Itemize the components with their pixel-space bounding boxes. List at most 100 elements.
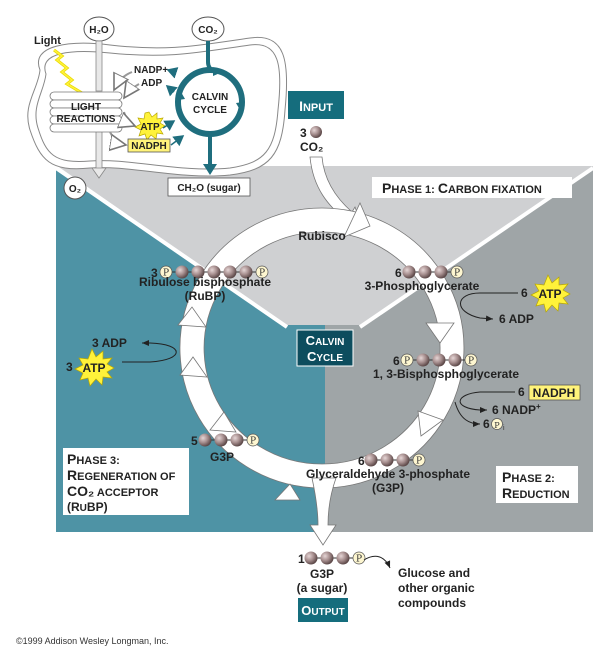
ring-arrowhead xyxy=(425,322,455,344)
ring-arrowheads xyxy=(177,202,455,501)
carbon-bead xyxy=(304,551,318,565)
carbon-bead xyxy=(320,551,334,565)
p2-pi-count: 6 xyxy=(483,417,490,431)
products-line1: Glucose and xyxy=(398,566,470,580)
carbon-bead xyxy=(207,265,221,279)
nadph-box xyxy=(528,384,581,401)
out-note: (a sugar) xyxy=(297,581,348,595)
nadph-label: NADPH xyxy=(131,141,167,152)
phase2-nadph: 6 NADPH 6 NADP+ 6 P i xyxy=(454,384,581,432)
carbon-bead xyxy=(418,265,432,279)
carbon-bead xyxy=(448,353,462,367)
chloroplast-overview: Light H₂O O₂ LIGHT REACTIONS NADP+ ADP xyxy=(27,16,288,200)
carbon-bead xyxy=(416,353,430,367)
p3-atp-arrow xyxy=(122,340,177,363)
light-reactions-label: LIGHT xyxy=(71,102,101,113)
mini-ring-arrowhead xyxy=(213,68,220,76)
phase2-label-line2: REDUCTION xyxy=(502,485,570,501)
calvin-cycle-ring xyxy=(177,202,465,546)
nadp-return-arrow xyxy=(113,71,133,90)
atp-label: ATP xyxy=(140,122,160,133)
ring-arrowhead xyxy=(209,411,237,433)
o2-bubble xyxy=(63,176,87,200)
pga-count: 6 xyxy=(395,266,402,280)
rubp-name: Ribulose bisphosphate xyxy=(139,275,271,289)
phosphate-icon xyxy=(491,418,503,430)
carbon-bead xyxy=(336,551,350,565)
h2o-label: H₂O xyxy=(89,25,109,36)
phosphate-symbol: P xyxy=(454,269,460,279)
o2-label: O₂ xyxy=(69,184,81,195)
phase2-label-box: PHASE 2: REDUCTION xyxy=(496,466,578,503)
g3p-count: 6 xyxy=(358,454,365,468)
p2-pi-arrow xyxy=(454,401,481,427)
carbon-bead xyxy=(364,453,378,467)
p2-nadp-arrow xyxy=(459,391,515,413)
carbon-bead xyxy=(198,433,212,447)
carbon-bead xyxy=(230,433,244,447)
center-box-bg xyxy=(296,329,354,367)
phosphate-symbol: P xyxy=(468,357,474,367)
pga-name: 3-Phosphoglycerate xyxy=(365,279,480,293)
sugar-label: CH₂O (sugar) xyxy=(177,183,240,194)
phosphate-bead xyxy=(464,353,478,367)
lr-to-atp-arrow xyxy=(124,112,135,126)
products-line3: compounds xyxy=(398,596,466,610)
g3p-chain: P xyxy=(364,453,426,467)
mini-ring-arrowhead xyxy=(178,92,185,100)
atp-in-arrow xyxy=(162,120,176,131)
phase3-label-line4: (RUBP) xyxy=(67,500,108,514)
nadph-box xyxy=(127,138,171,153)
carbon-bead xyxy=(396,453,410,467)
input-co2-label: CO₂ xyxy=(300,140,323,154)
g3p-abbr: (G3P) xyxy=(372,481,404,495)
rubp-abbr: (RuBP) xyxy=(185,289,226,303)
co2-label: CO₂ xyxy=(198,25,217,36)
light-label: Light xyxy=(34,35,61,47)
adp-label: ADP xyxy=(141,78,162,89)
phase2-label-line1: PHASE 2: xyxy=(502,469,555,485)
phase1-label-bg xyxy=(372,177,572,198)
phase1-label-box: PHASE 1: CARBON FIXATION xyxy=(372,177,572,198)
phosphate-bead xyxy=(450,265,464,279)
phosphate-symbol: P xyxy=(356,555,362,565)
pi-subscript: i xyxy=(503,425,505,432)
p2-nadph-count: 6 xyxy=(518,385,525,399)
o2-arrow xyxy=(95,129,103,171)
adp-out-arrow xyxy=(165,85,178,97)
p1-atp-label: ATP xyxy=(538,287,561,301)
phosphate-bead xyxy=(352,551,366,565)
carbon-bead xyxy=(402,265,416,279)
copyright-notice: ©1999 Addison Wesley Longman, Inc. xyxy=(16,636,169,646)
phase3-label-line3: CO₂ ACCEPTOR xyxy=(67,483,158,499)
mini-calvin-label: CALVIN xyxy=(192,92,228,103)
phosphate-bead xyxy=(255,265,269,279)
g3p-name: Glyceraldehyde 3-phosphate xyxy=(306,467,470,481)
phase2-label-bg xyxy=(496,466,578,503)
divider-line xyxy=(54,166,289,329)
h2o-arrow xyxy=(95,40,103,92)
regen-chain: P xyxy=(198,433,260,447)
p3-atp-count: 3 xyxy=(66,360,73,374)
pga-chain: P xyxy=(402,265,464,279)
input-box xyxy=(288,91,344,119)
carbon-bead xyxy=(432,353,446,367)
p3-atp-label: ATP xyxy=(82,361,105,375)
phosphate-symbol: P xyxy=(259,269,265,279)
output-arrow xyxy=(309,477,337,546)
phase3-label-line2: REGENERATION OF xyxy=(67,467,176,483)
phase1-atp: 6 ATP 6 ADP xyxy=(460,274,571,326)
ring-arrowhead xyxy=(179,356,208,378)
p2-nadp-label: 6 NADP+ xyxy=(492,402,541,417)
phosphate-symbol: P xyxy=(416,457,422,467)
out-count: 1 xyxy=(298,552,305,566)
carbon-bead xyxy=(310,126,322,138)
ring-arrowhead xyxy=(177,306,207,328)
sugar-out-arrowhead xyxy=(203,164,217,175)
products-line2: other organic xyxy=(398,581,475,595)
ring-arrowhead xyxy=(274,483,301,501)
